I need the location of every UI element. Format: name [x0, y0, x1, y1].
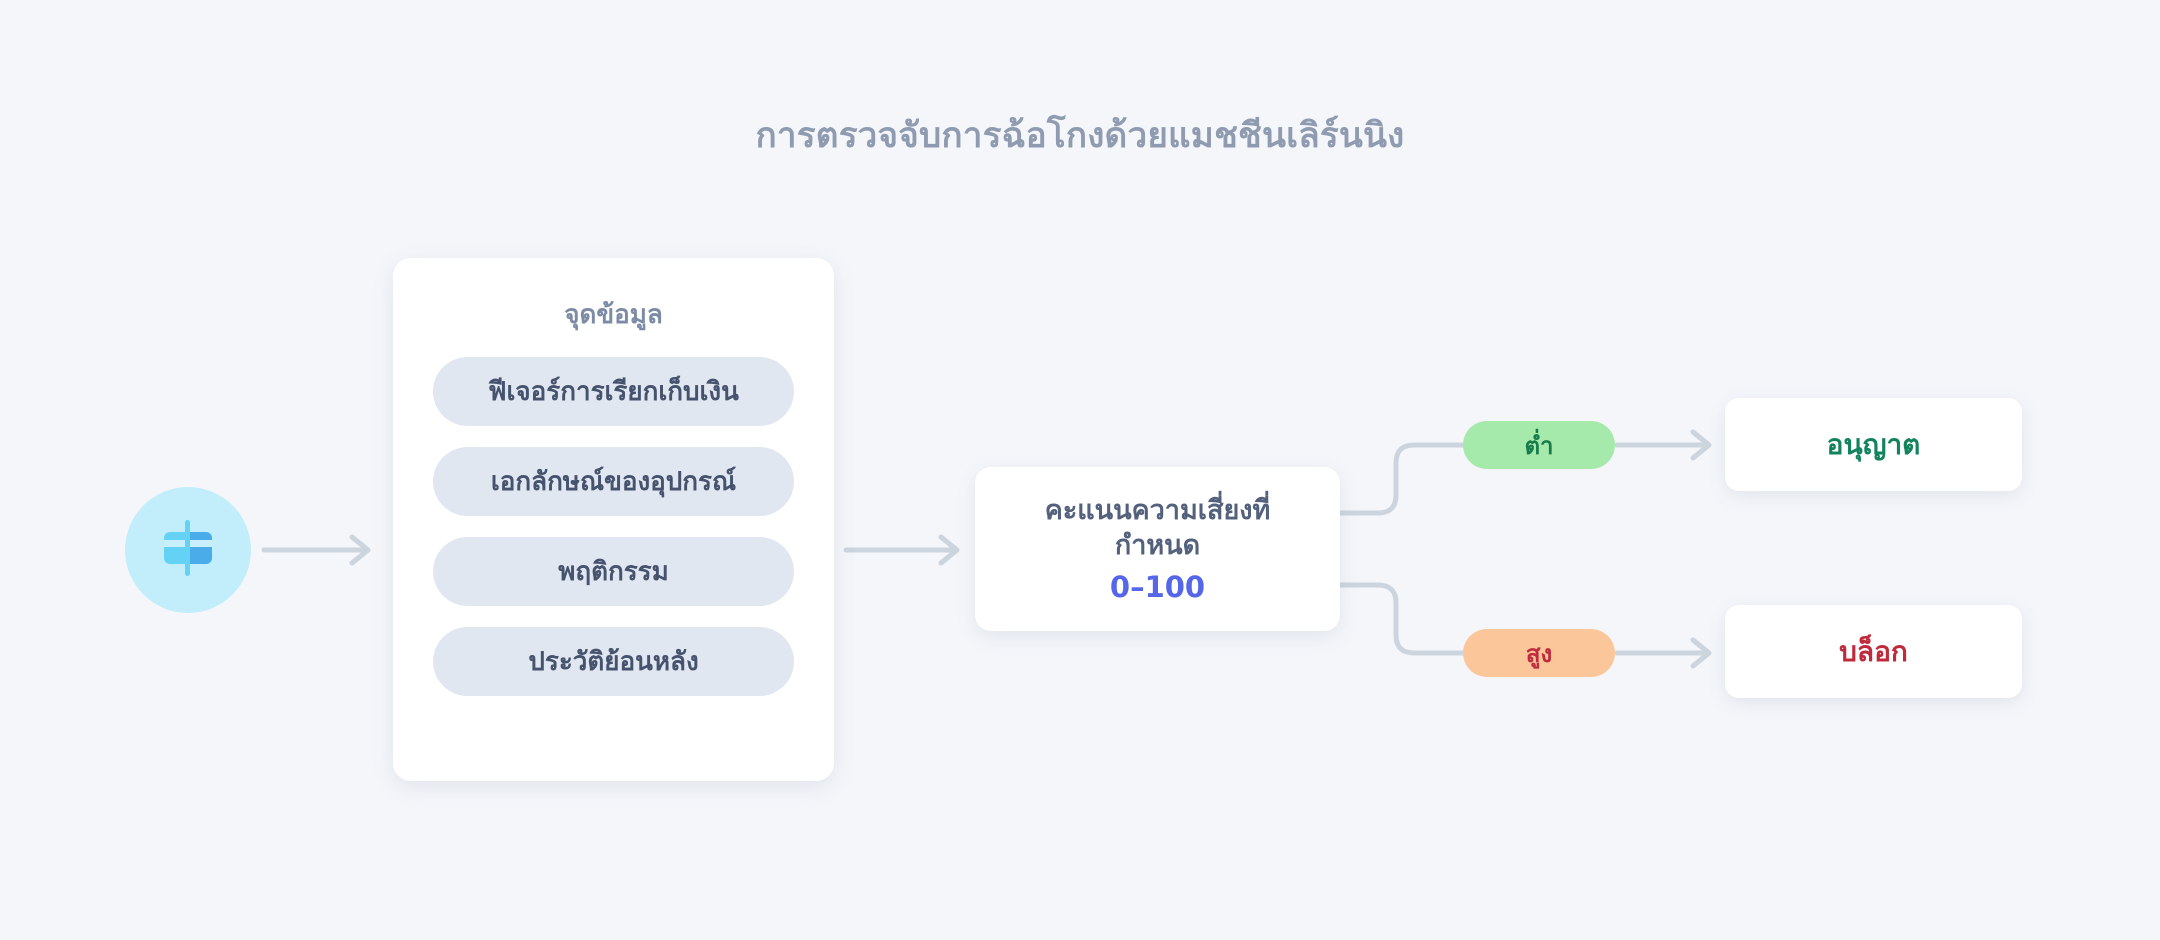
datapoints-card: จุดข้อมูล ฟีเจอร์การเรียกเก็บเงิน เอกลัก… [393, 258, 834, 781]
source-node [125, 487, 251, 613]
risk-score-box: คะแนนความเสี่ยงที่กำหนด 0–100 [975, 467, 1340, 631]
risk-score-range: 0–100 [1109, 569, 1206, 604]
outcome-box-block: บล็อก [1725, 605, 2022, 698]
connector-risk-to-low [1337, 442, 1466, 516]
outcome-box-allow: อนุญาต [1725, 398, 2022, 491]
feature-pill-history: ประวัติย้อนหลัง [433, 627, 794, 696]
branch-badge-high: สูง [1463, 629, 1615, 677]
connector-datapoints-to-risk [843, 534, 960, 566]
page-title: การตรวจจับการฉ้อโกงด้วยแมชชีนเลิร์นนิง [755, 116, 1405, 156]
connector-source-to-datapoints [261, 534, 371, 566]
connector-high-to-block [1614, 637, 1712, 669]
feature-pill-device: เอกลักษณ์ของอุปกรณ์ [433, 447, 794, 516]
connector-risk-to-high [1337, 582, 1466, 656]
datapoints-heading: จุดข้อมูล [564, 300, 663, 330]
feature-pill-billing: ฟีเจอร์การเรียกเก็บเงิน [433, 357, 794, 426]
credit-card-icon [152, 512, 224, 588]
connector-low-to-allow [1614, 429, 1712, 461]
feature-pill-behavior: พฤติกรรม [433, 537, 794, 606]
risk-score-label: คะแนนความเสี่ยงที่กำหนด [1044, 495, 1271, 561]
branch-badge-low: ต่ำ [1463, 421, 1615, 469]
